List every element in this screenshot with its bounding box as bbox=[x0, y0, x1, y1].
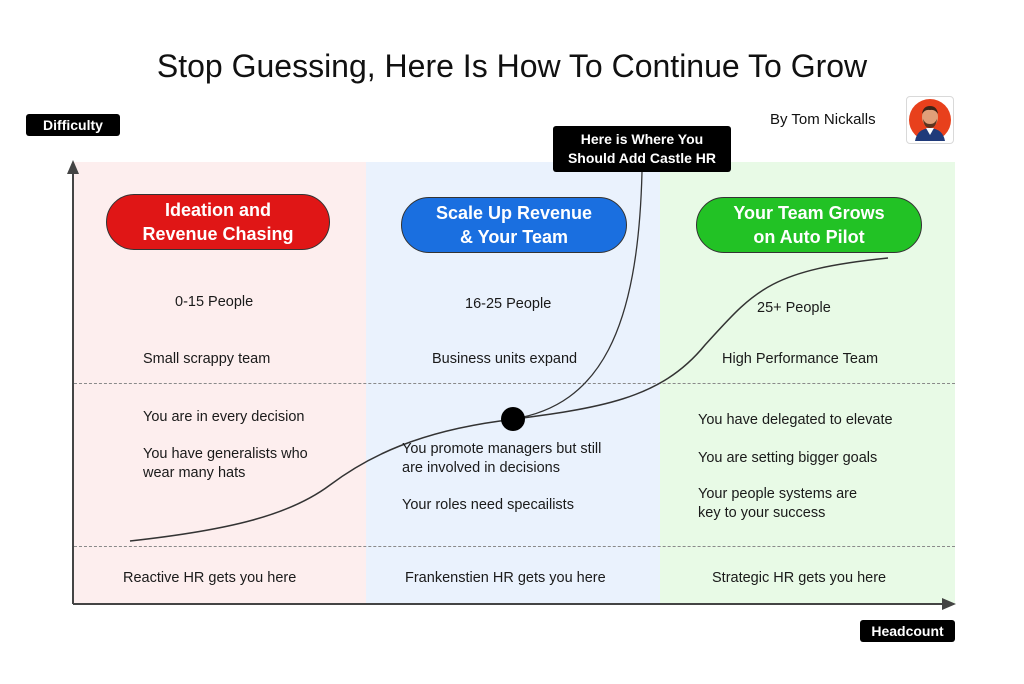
stage-3-heading: Your Team Grows on Auto Pilot bbox=[696, 197, 922, 253]
x-axis-label: Headcount bbox=[860, 620, 955, 642]
row-divider-lower bbox=[74, 546, 955, 547]
stage-1-hr-note: Reactive HR gets you here bbox=[123, 570, 297, 586]
avatar-portrait-icon bbox=[909, 99, 951, 141]
page-title: Stop Guessing, Here Is How To Continue T… bbox=[156, 48, 868, 84]
stage-1-heading: Ideation and Revenue Chasing bbox=[106, 194, 330, 250]
stage-3-hr-note: Strategic HR gets you here bbox=[712, 570, 887, 586]
stage-1-team: Small scrappy team bbox=[143, 351, 271, 367]
stage-2-heading: Scale Up Revenue & Your Team bbox=[401, 197, 627, 253]
inflection-point-marker bbox=[501, 407, 525, 431]
callout-connector bbox=[512, 171, 643, 420]
stage-2-point-1: You promote managers but still are invol… bbox=[402, 441, 602, 476]
y-axis-label: Difficulty bbox=[26, 114, 120, 136]
stage-1-point-1: You are in every decision bbox=[143, 409, 305, 425]
x-axis-arrow-icon bbox=[942, 598, 956, 610]
stage-3-team: High Performance Team bbox=[722, 351, 879, 367]
stage-3-point-3: Your people systems are key to your succ… bbox=[698, 486, 858, 521]
y-axis-arrow-icon bbox=[67, 160, 79, 174]
stage-1-people: 0-15 People bbox=[175, 294, 254, 310]
author-avatar bbox=[906, 96, 954, 144]
stage-1-point-2: You have generalists who wear many hats bbox=[143, 446, 308, 481]
growth-curve bbox=[129, 257, 889, 542]
stage-2-point-2: Your roles need specailists bbox=[402, 497, 574, 513]
byline: By Tom Nickalls bbox=[770, 111, 876, 128]
stage-3-people: 25+ People bbox=[757, 300, 831, 316]
stage-2-people: 16-25 People bbox=[465, 296, 552, 312]
stage-2-hr-note: Frankenstien HR gets you here bbox=[405, 570, 606, 586]
stage-3-point-2: You are setting bigger goals bbox=[698, 450, 878, 466]
stage-3-point-1: You have delegated to elevate bbox=[698, 412, 893, 428]
stage-2-team: Business units expand bbox=[432, 351, 578, 367]
row-divider-upper bbox=[74, 383, 955, 384]
castle-hr-callout: Here is Where You Should Add Castle HR bbox=[553, 126, 731, 172]
